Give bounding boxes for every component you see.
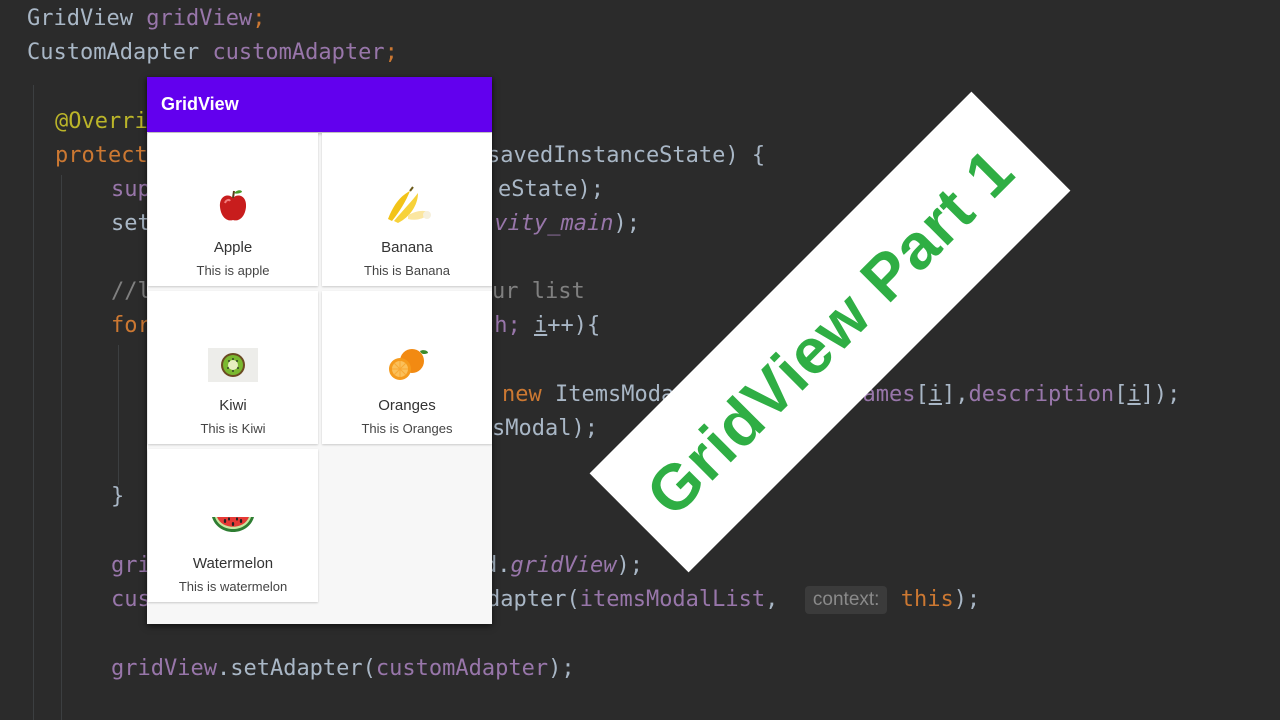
code-line: gri bbox=[111, 553, 151, 578]
code-line: savedInstanceState) { bbox=[487, 143, 766, 168]
parameter-hint: context: bbox=[804, 586, 888, 614]
code-line: protect bbox=[55, 143, 148, 168]
item-name: Kiwi bbox=[219, 397, 247, 414]
indent-guide bbox=[33, 85, 34, 720]
code-line: ur list bbox=[492, 279, 585, 304]
code-line: //l bbox=[111, 279, 151, 304]
code-line: CustomAdapter customAdapter; bbox=[27, 40, 398, 65]
grid-item-oranges[interactable]: Oranges This is Oranges bbox=[322, 291, 492, 444]
grid-item-banana[interactable]: Banana This is Banana bbox=[322, 133, 492, 286]
item-name: Watermelon bbox=[192, 555, 274, 572]
code-line: sModal); bbox=[492, 416, 598, 441]
grid-item-apple[interactable]: Apple This is apple bbox=[148, 133, 318, 286]
code-line: set bbox=[111, 211, 151, 236]
item-description: This is Oranges bbox=[361, 421, 453, 436]
code-line: d.gridView); bbox=[484, 553, 643, 578]
grid-item-watermelon[interactable]: Watermelon This is watermelon bbox=[148, 449, 318, 602]
banner-title: GridView Part 1 bbox=[632, 134, 1028, 530]
code-line: for bbox=[111, 313, 151, 338]
app-bar: GridView bbox=[147, 77, 492, 132]
code-line: GridView gridView; bbox=[27, 6, 266, 31]
code-line: @Overri bbox=[55, 109, 148, 134]
watermelon-icon bbox=[148, 501, 318, 545]
code-line: gridView.setAdapter(customAdapter); bbox=[111, 656, 575, 681]
item-description: This is watermelon bbox=[178, 579, 288, 594]
code-line: ,names[i],description[i]); bbox=[836, 382, 1181, 407]
code-line: eState); bbox=[498, 177, 604, 202]
item-name: Banana bbox=[381, 239, 433, 256]
kiwi-icon bbox=[148, 343, 318, 387]
item-description: This is apple bbox=[196, 263, 270, 278]
code-line: sup bbox=[111, 177, 151, 202]
code-line: } bbox=[111, 484, 125, 509]
orange-icon bbox=[322, 343, 492, 387]
app-bar-title: GridView bbox=[161, 94, 239, 114]
indent-guide bbox=[118, 345, 119, 485]
code-line: ivity_main); bbox=[481, 211, 640, 236]
code-line: th; i++){ bbox=[481, 313, 601, 338]
indent-guide bbox=[61, 175, 62, 720]
grid-item-kiwi[interactable]: Kiwi This is Kiwi bbox=[148, 291, 318, 444]
item-description: This is Banana bbox=[364, 263, 450, 278]
banana-icon bbox=[322, 185, 492, 229]
apple-icon bbox=[148, 185, 318, 229]
code-line: dapter(itemsModalList, context: this); bbox=[487, 586, 981, 614]
code-line: cus bbox=[111, 587, 151, 612]
phone-screenshot: GridView Apple This is apple Banana This bbox=[147, 77, 492, 624]
code-line: new ItemsModa bbox=[502, 382, 675, 407]
item-name: Oranges bbox=[378, 397, 436, 414]
item-description: This is Kiwi bbox=[200, 421, 266, 436]
item-name: Apple bbox=[213, 239, 253, 256]
